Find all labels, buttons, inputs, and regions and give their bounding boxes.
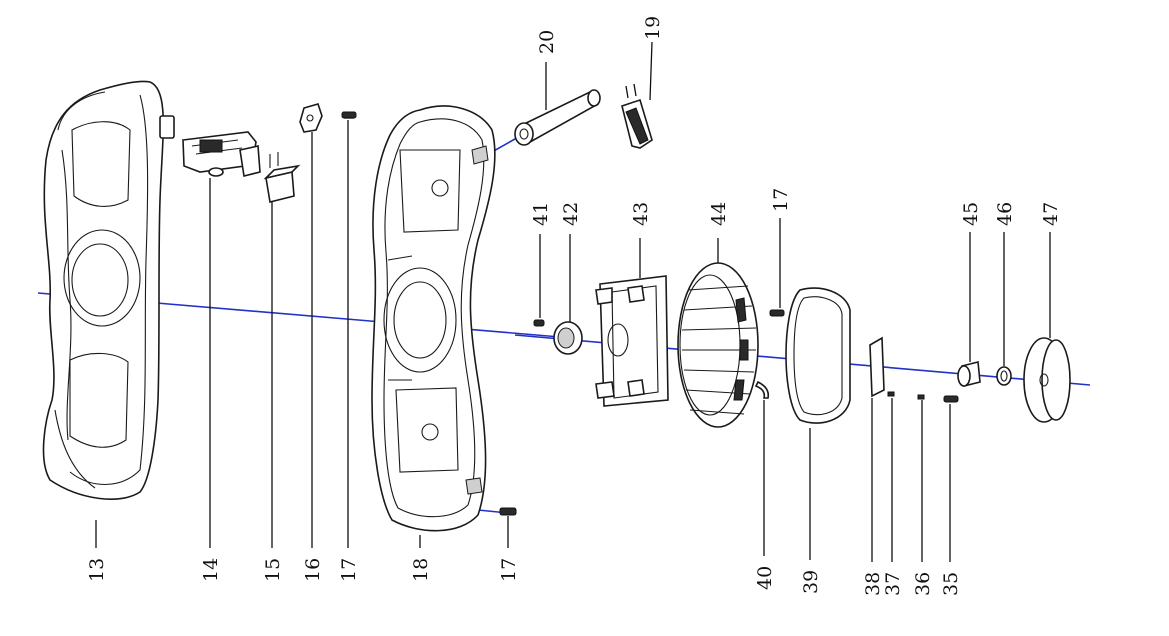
part-20-cord-sleeve (514, 89, 601, 146)
label-47: 47 (1040, 202, 1062, 226)
part-46-ring (996, 366, 1012, 386)
label-41: 41 (530, 202, 552, 226)
label-40: 40 (754, 566, 776, 590)
part-13-outer-housing (42, 80, 175, 500)
part-19-plug (621, 83, 653, 149)
label-17-a: 17 (338, 558, 360, 582)
leader-lines (95, 41, 1051, 562)
part-14-switch (182, 131, 261, 177)
label-43: 43 (630, 202, 652, 226)
label-15: 15 (262, 558, 284, 582)
label-38: 38 (862, 572, 884, 596)
label-19: 19 (642, 16, 664, 40)
part-number-labels: 13 14 15 16 17 18 17 20 19 41 42 43 44 1… (86, 16, 1062, 596)
label-44: 44 (708, 202, 730, 226)
part-40-clip (754, 380, 770, 399)
part-17-screw-bottom (499, 507, 517, 516)
label-42: 42 (560, 202, 582, 226)
part-36-pin (917, 394, 925, 400)
label-37: 37 (882, 572, 904, 596)
label-35: 35 (940, 572, 962, 596)
part-37-pin (887, 391, 895, 397)
part-47-disc (1023, 337, 1071, 423)
label-45: 45 (960, 202, 982, 226)
label-46: 46 (994, 202, 1016, 226)
label-39: 39 (800, 570, 822, 594)
part-42-washer (553, 321, 583, 355)
part-41-screw (533, 319, 545, 327)
label-13: 13 (86, 558, 108, 582)
label-17-c: 17 (770, 188, 792, 212)
part-35-screw (943, 395, 959, 403)
part-17-screw-side (769, 309, 785, 317)
part-16-cord-clamp (299, 103, 323, 133)
part-44-motor-cage (677, 262, 759, 428)
part-38-plate (869, 336, 885, 398)
part-45-bushing (957, 360, 981, 388)
label-18: 18 (410, 558, 432, 582)
part-15-capacitor (263, 152, 301, 203)
label-14: 14 (200, 558, 222, 582)
label-17-b: 17 (498, 558, 520, 582)
label-20: 20 (536, 30, 558, 54)
part-39-gasket-plate (785, 287, 851, 424)
label-16: 16 (302, 558, 324, 582)
part-18-rear-housing (371, 105, 496, 532)
part-43-bracket (595, 275, 669, 407)
part-17-screw-top (341, 111, 357, 119)
label-36: 36 (912, 572, 934, 596)
